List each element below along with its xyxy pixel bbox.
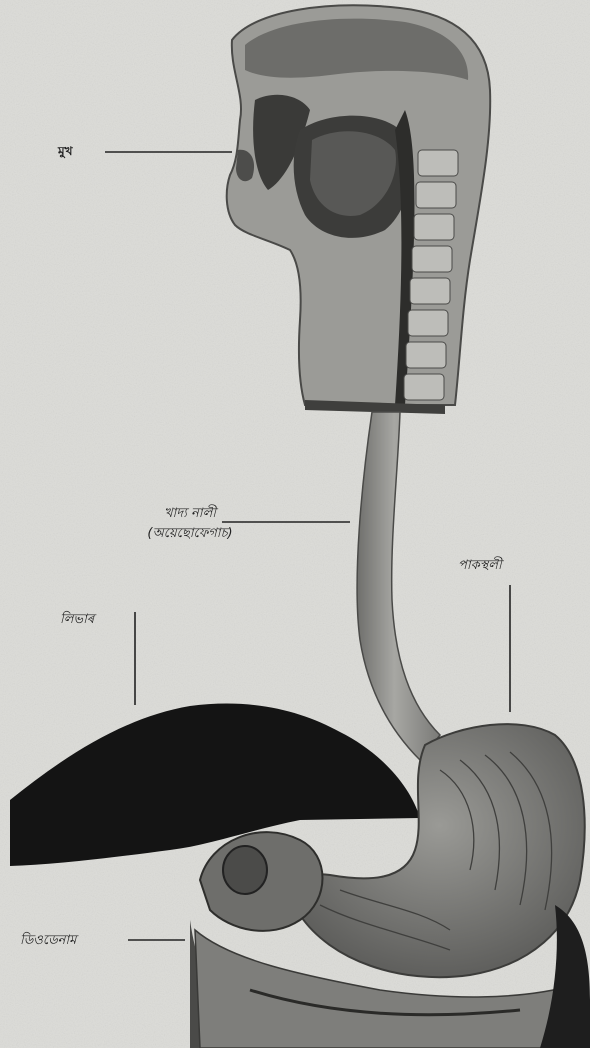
stomach-label: পাকস্থলী xyxy=(458,558,502,574)
liver-label: লিভাৰ xyxy=(60,612,94,628)
oesophagus-label-block: খাদ্য নালী (অয়েছোফেগাচ) xyxy=(138,506,242,541)
duodenum-label: ডিওডেনাম xyxy=(20,933,76,949)
mouth-label: মুখ xyxy=(58,144,73,158)
oesophagus-label: (অয়েছোফেগাচ) xyxy=(138,526,242,542)
food-pipe-label: খাদ্য নালী xyxy=(138,506,242,522)
